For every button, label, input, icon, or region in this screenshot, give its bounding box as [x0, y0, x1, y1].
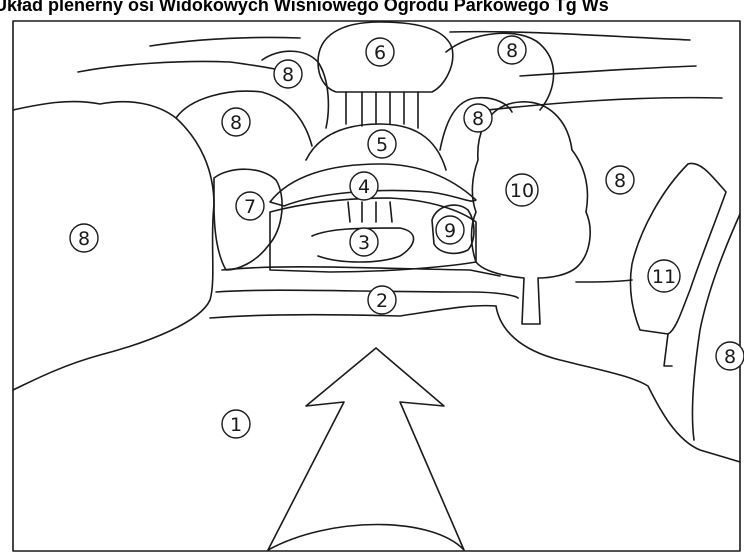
path-2-lower — [216, 290, 518, 298]
tree-11-stem — [664, 334, 672, 366]
label-1-text: 1 — [230, 414, 242, 436]
label-8-right-text: 8 — [614, 170, 626, 192]
label-8-far-right-text: 8 — [724, 346, 736, 368]
label-7: 7 — [236, 192, 264, 220]
label-8-upper-left-text: 8 — [282, 64, 294, 86]
label-4-text: 4 — [358, 176, 370, 198]
label-7-text: 7 — [244, 196, 256, 218]
horizon-line-left — [150, 37, 300, 46]
label-8-right: 8 — [606, 166, 634, 194]
right-hill — [576, 280, 632, 282]
label-3-text: 3 — [358, 232, 370, 254]
label-8-upper-left: 8 — [274, 60, 302, 88]
label-6: 6 — [366, 38, 394, 66]
label-2-text: 2 — [376, 290, 388, 312]
label-8-mid-right-text: 8 — [472, 108, 484, 130]
label-8-far-right: 8 — [716, 342, 744, 370]
view-direction-arrow — [268, 348, 464, 550]
label-8-mid-right: 8 — [464, 104, 492, 132]
right-ground-curve — [496, 306, 740, 462]
label-9-text: 9 — [444, 220, 456, 242]
label-10-text: 10 — [510, 180, 534, 202]
label-1: 1 — [222, 410, 250, 438]
label-6-text: 6 — [374, 42, 386, 64]
label-11-text: 11 — [652, 266, 676, 288]
label-2: 2 — [368, 286, 396, 314]
tree-far-right — [692, 214, 740, 440]
hill-line-right-upper — [520, 66, 696, 76]
label-3: 3 — [350, 228, 378, 256]
label-8-left-text: 8 — [78, 228, 90, 250]
label-9: 9 — [436, 216, 464, 244]
label-8-upper-right: 8 — [498, 36, 526, 64]
horizon-line-right — [450, 32, 690, 40]
label-8-left: 8 — [70, 224, 98, 252]
tree-10 — [472, 102, 591, 324]
label-8-mid-left-text: 8 — [230, 112, 242, 134]
label-8-mid-left: 8 — [222, 108, 250, 136]
tree-11 — [630, 163, 726, 334]
label-4: 4 — [350, 172, 378, 200]
label-5: 5 — [368, 130, 396, 158]
hill-line-left — [78, 61, 300, 75]
label-8-upper-right-text: 8 — [506, 40, 518, 62]
tree-mass-left — [13, 102, 214, 390]
label-10: 10 — [506, 174, 538, 206]
label-11: 11 — [648, 260, 680, 292]
path-2-edge — [210, 306, 496, 318]
label-5-text: 5 — [376, 134, 388, 156]
